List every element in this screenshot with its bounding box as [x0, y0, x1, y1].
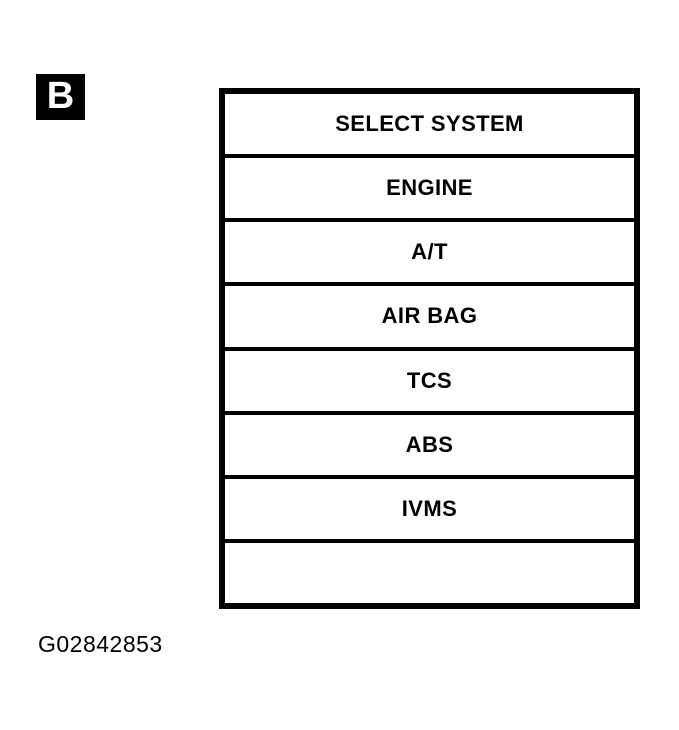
- menu-item-air-bag[interactable]: AIR BAG: [225, 286, 634, 351]
- menu-header-label: SELECT SYSTEM: [335, 111, 524, 137]
- menu-item-empty[interactable]: [225, 542, 634, 603]
- menu-item-abs[interactable]: ABS: [225, 414, 634, 479]
- figure-caption: G02842853: [38, 631, 163, 657]
- menu-item-engine[interactable]: ENGINE: [225, 158, 634, 223]
- menu-item-label: ABS: [405, 431, 454, 457]
- menu-item-tcs[interactable]: TCS: [225, 350, 634, 415]
- menu-header-row: SELECT SYSTEM: [225, 94, 634, 159]
- menu-item-label: TCS: [406, 367, 453, 393]
- menu-item-label: A/T: [411, 239, 448, 265]
- menu-item-label: IVMS: [401, 495, 458, 521]
- figure-letter-badge: B: [36, 74, 85, 120]
- menu-item-label: ENGINE: [386, 175, 473, 201]
- menu-item-label: AIR BAG: [381, 303, 478, 329]
- figure-letter-badge-label: B: [46, 75, 75, 117]
- select-system-menu: SELECT SYSTEM ENGINE A/T AIR BAG TCS ABS…: [219, 88, 640, 609]
- menu-item-at[interactable]: A/T: [225, 222, 634, 287]
- menu-item-ivms[interactable]: IVMS: [225, 478, 634, 543]
